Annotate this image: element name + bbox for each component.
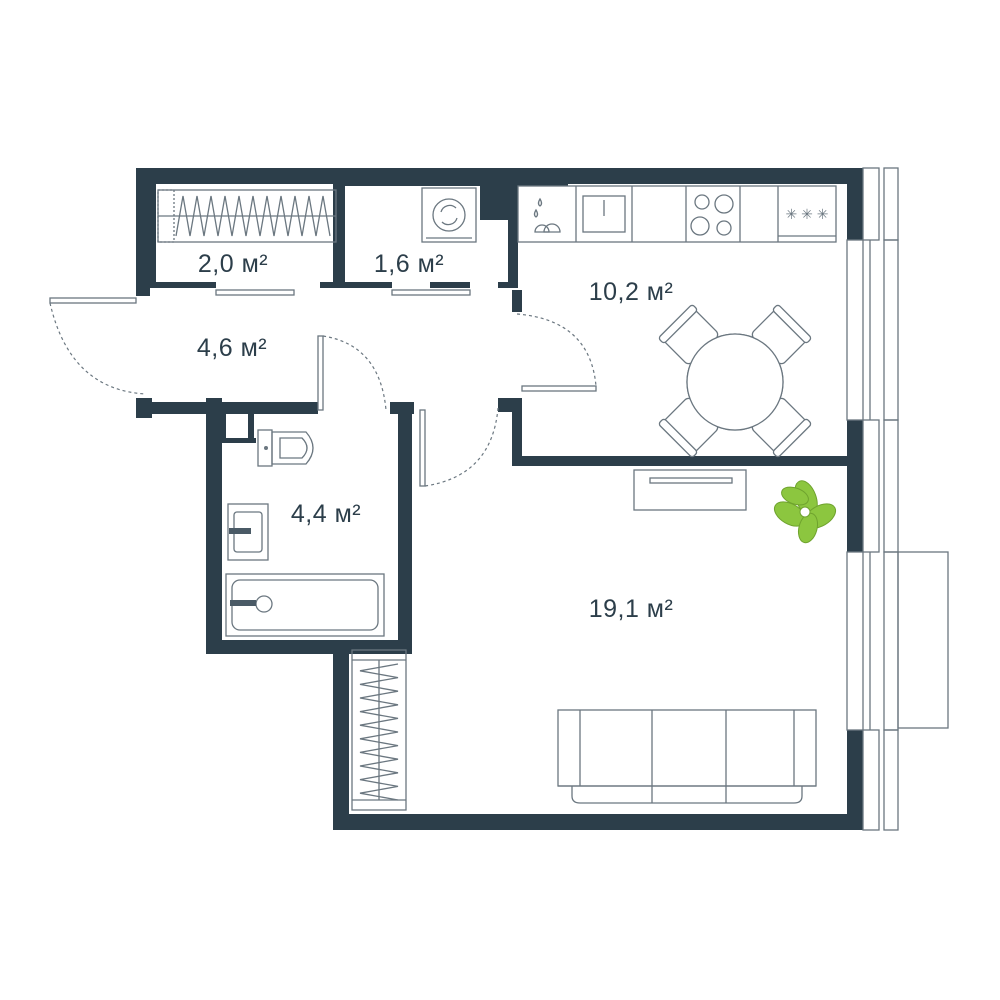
washbasin-icon bbox=[227, 503, 269, 561]
dishes-icon bbox=[533, 197, 561, 233]
svg-text:✳ ✳ ✳: ✳ ✳ ✳ bbox=[786, 206, 829, 222]
plant-icon bbox=[773, 480, 837, 544]
bathtub-icon bbox=[225, 573, 385, 637]
dining-table-icon bbox=[658, 304, 812, 458]
tv-stand-icon bbox=[633, 469, 747, 511]
washing-machine-icon bbox=[421, 187, 477, 243]
toilet-icon bbox=[257, 429, 314, 467]
room-area-kitchen: 10,2 м² bbox=[589, 278, 674, 306]
room-area-hallway: 4,6 м² bbox=[197, 334, 267, 362]
room-area-wardrobe: 2,0 м² bbox=[198, 250, 268, 278]
oven-icon: ✳ ✳ ✳ bbox=[786, 206, 829, 222]
room-area-bathroom: 4,4 м² bbox=[291, 500, 361, 528]
windows bbox=[846, 167, 949, 831]
hob-icon bbox=[690, 194, 734, 236]
sofa-icon bbox=[557, 709, 817, 804]
room-area-living-room: 19,1 м² bbox=[589, 595, 674, 623]
wardrobe-icon bbox=[351, 649, 407, 811]
room-area-laundry: 1,6 м² bbox=[374, 250, 444, 278]
wardrobe-icon bbox=[157, 189, 337, 243]
kitchen-counter bbox=[517, 185, 837, 243]
sink-icon bbox=[582, 195, 626, 233]
doors bbox=[49, 289, 597, 487]
walls bbox=[136, 168, 863, 830]
